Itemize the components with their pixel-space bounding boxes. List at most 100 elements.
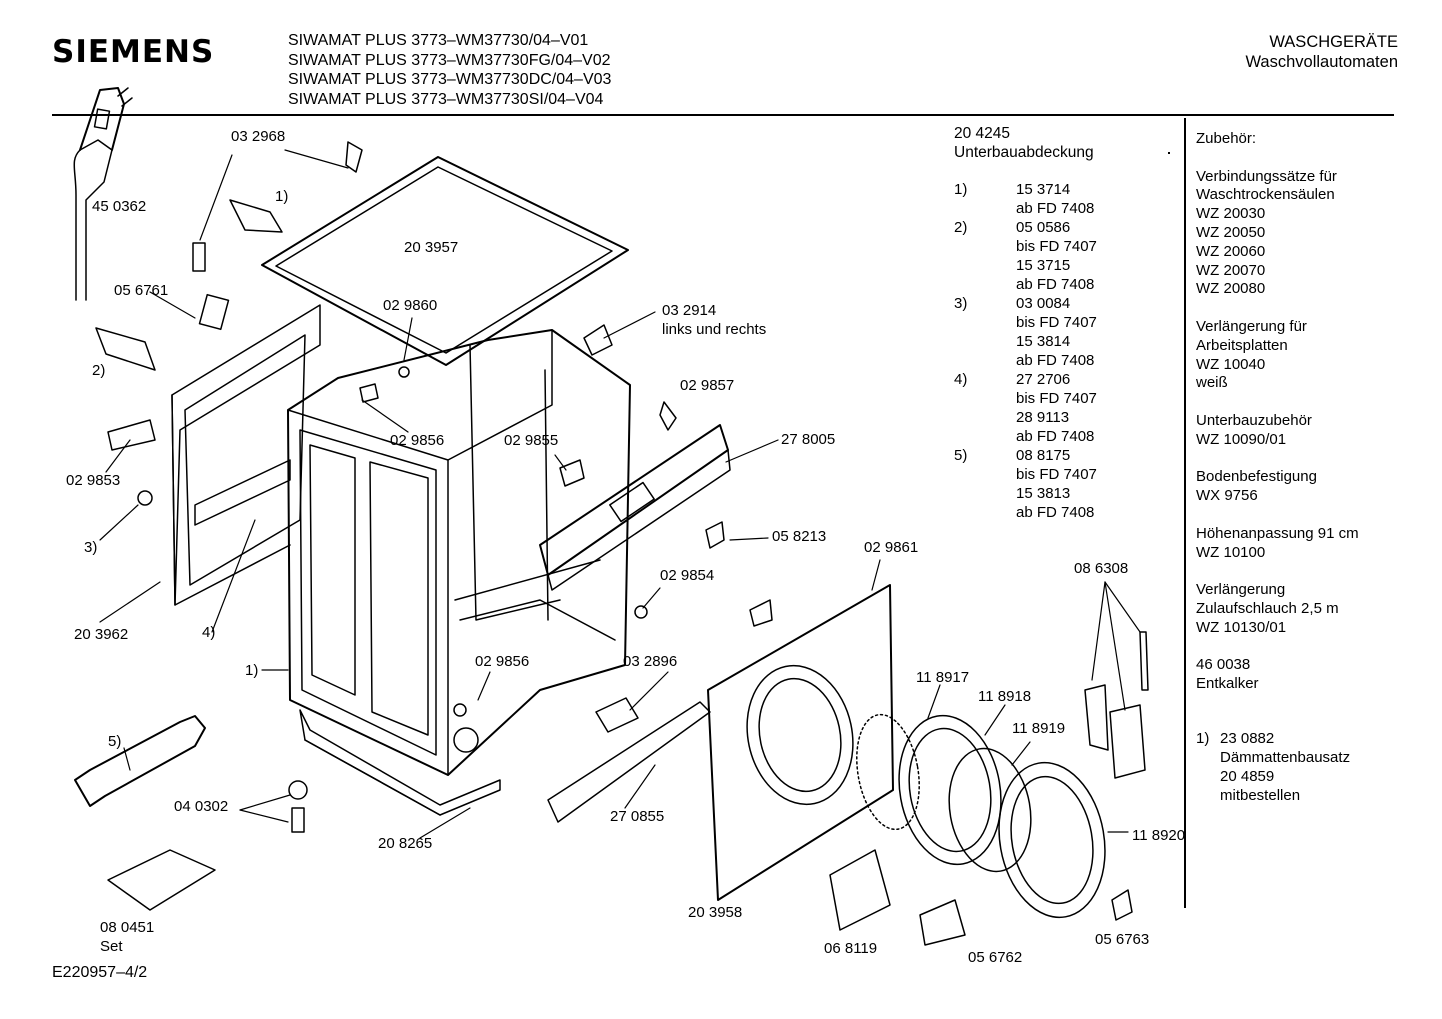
variant-line: 03 0084 bbox=[1016, 295, 1071, 312]
category-line-1: WASCHGERÄTE bbox=[1269, 33, 1398, 51]
column-divider bbox=[1184, 118, 1186, 908]
part-label: 20 8265 bbox=[378, 835, 433, 852]
accessory-group: 46 0038 Entkalker bbox=[1196, 656, 1416, 694]
variant-line: ab FD 7408 bbox=[1016, 276, 1095, 293]
variant-line: ab FD 7408 bbox=[1016, 428, 1095, 445]
part-label: 1) bbox=[245, 662, 259, 679]
part-label: 20 3962 bbox=[74, 626, 129, 643]
accessories-list: Zubehör: Verbindungssätze für Waschtrock… bbox=[1196, 130, 1416, 713]
part-label: 02 9860 bbox=[383, 297, 438, 314]
part-label: 03 2914 bbox=[662, 302, 717, 319]
accessory-line: WZ 10100 bbox=[1196, 543, 1266, 561]
small-parts-drawing bbox=[95, 141, 1149, 946]
accessory-line: weiß bbox=[1196, 374, 1228, 392]
cover-part-name: Unterbauabdeckung bbox=[954, 144, 1094, 161]
cover-part-number: 20 4245 bbox=[954, 125, 1011, 142]
part-label: 02 9855 bbox=[504, 432, 559, 449]
control-panel-drawing bbox=[539, 424, 731, 591]
part-label: 08 0451 bbox=[100, 919, 155, 936]
accessory-group: Verlängerung Zulaufschlauch 2,5 m WZ 101… bbox=[1196, 581, 1416, 637]
variant-key: 1) bbox=[954, 181, 968, 198]
accessory-line: WZ 10040 bbox=[1196, 355, 1266, 373]
footnote-key: 1) bbox=[1196, 730, 1210, 747]
part-label: 02 9856 bbox=[475, 653, 530, 670]
part-label: 05 6761 bbox=[114, 282, 169, 299]
part-label: 20 3957 bbox=[404, 239, 459, 256]
accessory-footnote: 1) 23 0882 Dämmattenbausatz 20 4859 mitb… bbox=[1196, 729, 1350, 805]
accessory-line: Unterbauzubehör bbox=[1196, 411, 1312, 429]
brand-logo: SIEMENS bbox=[52, 34, 215, 70]
variant-line: bis FD 7407 bbox=[1016, 390, 1097, 407]
accessory-line: Entkalker bbox=[1196, 675, 1259, 693]
accessory-line: Verlängerung bbox=[1196, 581, 1286, 599]
accessory-line: WZ 20030 bbox=[1196, 205, 1266, 223]
accessory-group: Bodenbefestigung WX 9756 bbox=[1196, 468, 1416, 506]
variant-line: bis FD 7407 bbox=[1016, 466, 1097, 483]
part-label: 11 8917 bbox=[916, 669, 970, 686]
variant-line: 15 3715 bbox=[1016, 257, 1071, 274]
cabinet-drawing bbox=[287, 329, 631, 776]
accessory-line: Höhenanpassung 91 cm bbox=[1196, 524, 1359, 542]
variant-note: 5) 08 8175 bis FD 7407 15 3813 ab FD 740… bbox=[954, 446, 1097, 522]
variant-key: 2) bbox=[954, 219, 968, 236]
part-label: 5) bbox=[108, 733, 122, 750]
variant-key: 4) bbox=[954, 371, 968, 388]
footnote-line: 20 4859 bbox=[1220, 768, 1275, 785]
accessory-line: WZ 10130/01 bbox=[1196, 618, 1287, 636]
part-label: 4) bbox=[202, 624, 216, 641]
variant-line: ab FD 7408 bbox=[1016, 200, 1095, 217]
part-label: 06 8119 bbox=[824, 940, 878, 957]
accessory-group: Unterbauzubehör WZ 10090/01 bbox=[1196, 412, 1416, 450]
variant-line: ab FD 7408 bbox=[1016, 352, 1095, 369]
accessory-line: WZ 20060 bbox=[1196, 242, 1266, 260]
variant-line: ab FD 7408 bbox=[1016, 504, 1095, 521]
accessory-line: Verlängerung für bbox=[1196, 317, 1307, 335]
model-line: SIWAMAT PLUS 3773–WM37730DC/04–V03 bbox=[288, 71, 612, 88]
stray-dot bbox=[1168, 152, 1170, 154]
variant-key: 3) bbox=[954, 295, 968, 312]
part-label: 02 9857 bbox=[680, 377, 735, 394]
base-plate-drawing bbox=[299, 709, 501, 816]
model-line: SIWAMAT PLUS 3773–WM37730/04–V01 bbox=[288, 32, 589, 49]
part-label: links und rechts bbox=[662, 321, 767, 338]
accessory-line: WX 9756 bbox=[1196, 487, 1258, 505]
model-line: SIWAMAT PLUS 3773–WM37730FG/04–V02 bbox=[288, 51, 611, 69]
part-label: 02 9861 bbox=[864, 539, 919, 556]
variant-line: 08 8175 bbox=[1016, 447, 1071, 464]
part-label: 27 0855 bbox=[610, 808, 665, 825]
model-list: SIWAMAT PLUS 3773–WM37730/04–V01 SIWAMAT… bbox=[288, 31, 611, 109]
part-label: 03 2896 bbox=[623, 653, 678, 670]
accessory-group: Verbindungssätze für Waschtrockensäulen … bbox=[1196, 168, 1416, 300]
accessory-line: Verbindungssätze für bbox=[1196, 167, 1337, 185]
variant-line: bis FD 7407 bbox=[1016, 238, 1097, 255]
front-panel-drawing bbox=[707, 584, 894, 901]
part-label: 04 0302 bbox=[174, 798, 229, 815]
variant-line: 28 9113 bbox=[1016, 409, 1070, 426]
variant-key: 5) bbox=[954, 447, 968, 464]
accessory-group: Höhenanpassung 91 cm WZ 10100 bbox=[1196, 525, 1416, 563]
variant-note: 1) 15 3714 ab FD 7408 bbox=[954, 180, 1097, 218]
variant-line: 15 3814 bbox=[1016, 333, 1071, 350]
part-label: 05 6763 bbox=[1095, 931, 1150, 948]
accessory-line: Zulaufschlauch 2,5 m bbox=[1196, 599, 1339, 617]
part-label: 11 8920 bbox=[1132, 827, 1186, 844]
footnote-line: mitbestellen bbox=[1220, 787, 1301, 804]
variant-note: 3) 03 0084 bis FD 7407 15 3814 ab FD 740… bbox=[954, 294, 1097, 370]
variant-line: 15 3813 bbox=[1016, 485, 1071, 502]
part-label: 02 9854 bbox=[660, 567, 715, 584]
part-label: 05 6762 bbox=[968, 949, 1023, 966]
part-label: 11 8918 bbox=[978, 688, 1032, 705]
variant-line: 27 2706 bbox=[1016, 371, 1071, 388]
category-line-2: Waschvollautomaten bbox=[1245, 53, 1398, 71]
top-lid-drawing bbox=[261, 156, 629, 366]
accessory-line: Waschtrockensäulen bbox=[1196, 186, 1335, 204]
door-assembly-drawing bbox=[856, 713, 1106, 919]
footnote-line: Dämmattenbausatz bbox=[1220, 749, 1351, 766]
variant-note: 4) 27 2706 bis FD 7407 28 9113 ab FD 740… bbox=[954, 370, 1097, 446]
part-label: 02 9856 bbox=[390, 432, 445, 449]
accessories-heading: Zubehör: bbox=[1196, 130, 1257, 147]
accessory-line: WZ 20070 bbox=[1196, 261, 1266, 279]
part-label: 20 3958 bbox=[688, 904, 743, 921]
part-label: 05 8213 bbox=[772, 528, 827, 545]
